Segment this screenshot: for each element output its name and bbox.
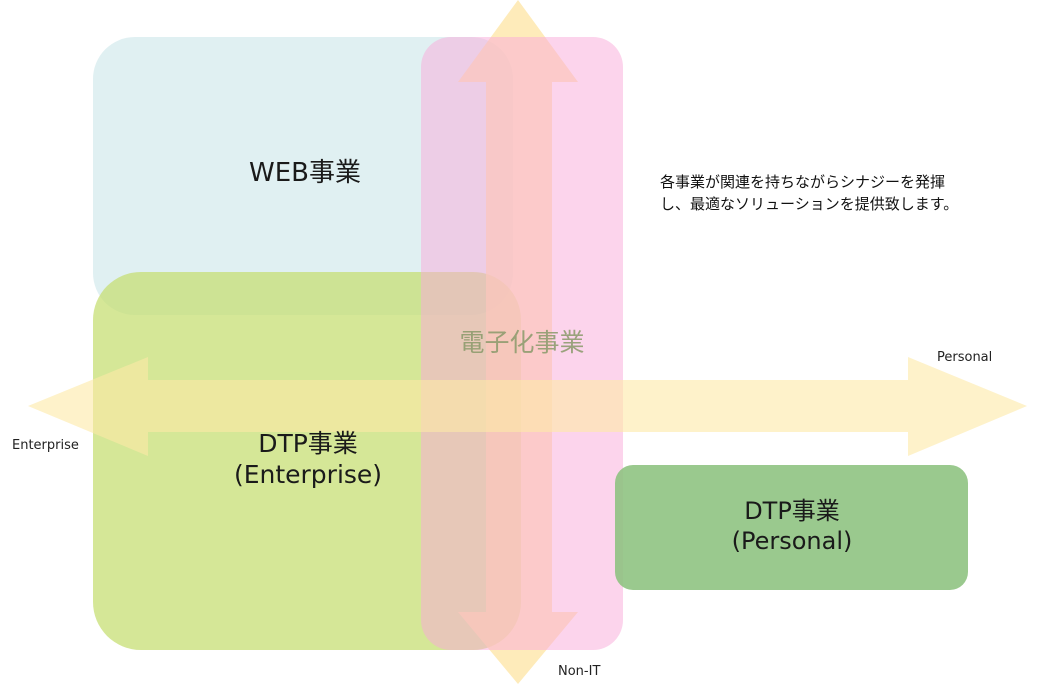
axis-label-personal: Personal [937, 350, 993, 365]
horizontal-axis-arrow [28, 357, 1027, 456]
dtp-enterprise-subtitle: (Enterprise) [233, 460, 383, 490]
axis-label-non-it: Non-IT [558, 664, 601, 679]
web-business-box [93, 37, 513, 315]
description-line-1: 各事業が関連を持ちながらシナジーを発揮 [660, 173, 946, 191]
axis-label-enterprise: Enterprise [12, 438, 79, 453]
digitization-business-box [421, 37, 623, 650]
dtp-personal-label: DTP事業 (Personal) [616, 496, 968, 556]
dtp-personal-subtitle: (Personal) [731, 527, 853, 555]
dtp-enterprise-label: DTP事業 (Enterprise) [160, 428, 456, 491]
web-business-label: WEB事業 [160, 157, 450, 190]
dtp-personal-title: DTP事業 [744, 497, 840, 525]
description-line-2: し、最適なソリューションを提供致します。 [660, 194, 959, 213]
digitization-business-title: 電子化事業 [459, 328, 585, 357]
dtp-personal-box [615, 465, 968, 590]
digitization-business-label: 電子化事業 [430, 327, 614, 358]
web-business-title: WEB事業 [249, 158, 361, 188]
dtp-enterprise-box [93, 272, 521, 650]
dtp-enterprise-title: DTP事業 [258, 429, 358, 458]
description-text: 各事業が関連を持ちながらシナジーを発揮 し、最適なソリューションを提供致します。 [660, 172, 1030, 216]
